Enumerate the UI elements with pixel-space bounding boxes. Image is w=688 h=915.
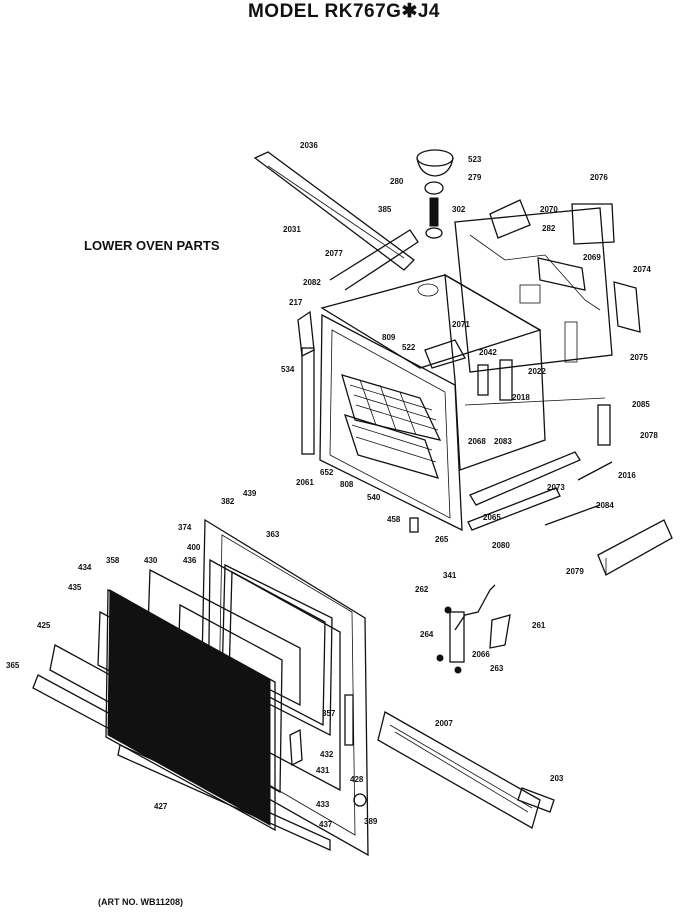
- callout-431: 431: [316, 766, 330, 775]
- back-wrapper-panel: [454, 207, 613, 373]
- callout-808: 808: [340, 480, 354, 489]
- callout-2068: 2068: [468, 437, 486, 446]
- callout-540: 540: [367, 493, 381, 502]
- callout-363: 363: [266, 530, 280, 539]
- door-handle: [49, 644, 221, 761]
- callout-261: 261: [532, 621, 546, 630]
- callout-436: 436: [183, 556, 197, 565]
- callout-2069: 2069: [583, 253, 601, 262]
- callout-2022: 2022: [528, 367, 546, 376]
- callout-522: 522: [402, 343, 416, 352]
- callout-357: 357: [322, 709, 336, 718]
- callout-2075: 2075: [630, 353, 648, 362]
- cavity-front-frame: [319, 313, 463, 532]
- callout-382: 382: [221, 497, 235, 506]
- callout-437: 437: [319, 820, 333, 829]
- hinge-parts: [436, 584, 511, 674]
- callout-400: 400: [187, 543, 201, 552]
- callout-2042: 2042: [479, 348, 497, 357]
- callout-428: 428: [350, 775, 364, 784]
- callout-2073: 2073: [547, 483, 565, 492]
- callout-365: 365: [6, 661, 20, 670]
- callout-433: 433: [316, 800, 330, 809]
- callout-374: 374: [178, 523, 192, 532]
- oven-cavity-assembly: [253, 149, 673, 576]
- callout-217: 217: [289, 298, 303, 307]
- oven-rack: [341, 374, 442, 479]
- callout-265: 265: [435, 535, 449, 544]
- callout-280: 280: [390, 177, 404, 186]
- callout-341: 341: [443, 571, 457, 580]
- callout-2071: 2071: [452, 320, 470, 329]
- callout-523: 523: [468, 155, 482, 164]
- callout-263: 263: [490, 664, 504, 673]
- callout-458: 458: [387, 515, 401, 524]
- callout-264: 264: [420, 630, 434, 639]
- kick-panel-2007: [377, 711, 541, 829]
- callout-2083: 2083: [494, 437, 512, 446]
- cavity-right-side: [444, 273, 546, 471]
- callout-2078: 2078: [640, 431, 658, 440]
- callout-2016: 2016: [618, 471, 636, 480]
- callout-652: 652: [320, 468, 334, 477]
- callout-2077: 2077: [325, 249, 343, 258]
- callout-2082: 2082: [303, 278, 321, 287]
- callout-2066: 2066: [472, 650, 490, 659]
- model-title: MODEL RK767G✱J4: [247, 1, 441, 22]
- callout-2076: 2076: [590, 173, 608, 182]
- callout-430: 430: [144, 556, 158, 565]
- callout-203: 203: [550, 774, 564, 783]
- callout-282: 282: [542, 224, 556, 233]
- callout-424: 424: [198, 691, 212, 700]
- callout-2080: 2080: [492, 541, 510, 550]
- art-number: (ART NO. WB11208): [98, 897, 184, 907]
- section-label: LOWER OVEN PARTS: [84, 238, 220, 253]
- kick-panel-assembly: [377, 711, 555, 829]
- callout-279: 279: [468, 173, 482, 182]
- callout-2085: 2085: [632, 400, 650, 409]
- callout-labels: 2036 523 279 280 385 302 2070 2076 2031 2077 282 20…: [6, 141, 658, 829]
- callout-425: 425: [37, 621, 51, 630]
- callout-427: 427: [154, 802, 168, 811]
- vent-duct-2031: [253, 151, 415, 271]
- callout-809: 809: [382, 333, 396, 342]
- callout-302: 302: [452, 205, 466, 214]
- callout-2031: 2031: [283, 225, 301, 234]
- callout-435: 435: [68, 583, 82, 592]
- callout-389: 389: [364, 817, 378, 826]
- oven-door-assembly: [32, 518, 369, 857]
- callout-2007: 2007: [435, 719, 453, 728]
- callout-2070: 2070: [540, 205, 558, 214]
- callout-2074: 2074: [633, 265, 651, 274]
- trim-2079: [597, 519, 673, 576]
- cavity-top: [320, 274, 542, 369]
- callout-434: 434: [78, 563, 92, 572]
- callout-2084: 2084: [596, 501, 614, 510]
- callout-432: 432: [320, 750, 334, 759]
- callout-439: 439: [243, 489, 257, 498]
- callout-534: 534: [281, 365, 295, 374]
- callout-2018: 2018: [512, 393, 530, 402]
- callout-2079: 2079: [566, 567, 584, 576]
- side-vent-trim: [301, 347, 315, 455]
- callout-2036: 2036: [300, 141, 318, 150]
- callout-2061: 2061: [296, 478, 314, 487]
- callout-358: 358: [106, 556, 120, 565]
- callout-2065: 2065: [483, 513, 501, 522]
- callout-385: 385: [378, 205, 392, 214]
- callout-262: 262: [415, 585, 429, 594]
- selector-knob-assembly: [416, 149, 454, 239]
